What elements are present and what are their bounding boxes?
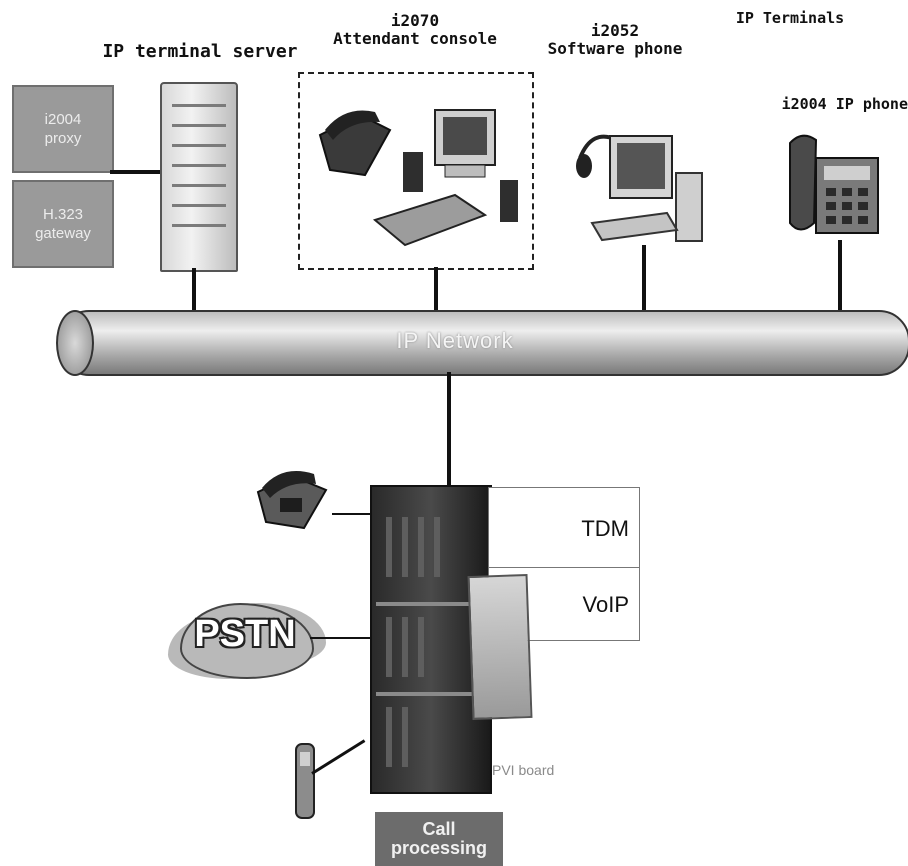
proxy-line2: proxy (14, 129, 112, 149)
console-drop-line (434, 267, 438, 312)
tdm-label: TDM (581, 516, 629, 542)
pvi-board-label: PVI board (492, 762, 554, 778)
software-phone-icon (572, 118, 712, 248)
ip-network-label: IP Network (340, 328, 570, 354)
network-drop-line (447, 372, 451, 485)
heading-i2070: i2070 Attendant console (330, 12, 500, 49)
call-processing-line2: processing (375, 839, 503, 858)
i2052-model: i2052 (540, 22, 690, 40)
pvi-board-icon (468, 574, 533, 720)
ip-phone-icon (780, 128, 885, 243)
gateway-line1: H.323 (14, 205, 112, 225)
proxy-line1: i2004 (14, 110, 112, 130)
pstn-label: PSTN (180, 613, 310, 656)
gateway-line2: gateway (14, 224, 112, 244)
heading-i2004-ip-phone: i2004 IP phone (770, 96, 908, 113)
attendant-console-icon (305, 90, 525, 260)
heading-ip-terminal-server: IP terminal server (100, 42, 300, 63)
desk-phone-icon (252, 462, 332, 534)
ipphone-drop-line (838, 240, 842, 312)
server-drop-line (192, 268, 196, 312)
heading-ip-terminals: IP Terminals (720, 10, 860, 27)
speaker-icon (500, 180, 518, 222)
ip-network-pipe-end (56, 310, 94, 376)
computer-monitor-icon (435, 110, 495, 177)
tower-server-icon (160, 82, 238, 272)
heading-i2052: i2052 Software phone (540, 22, 690, 59)
speaker-icon (403, 152, 423, 192)
pstn-link-line (310, 637, 372, 639)
softphone-drop-line (642, 245, 646, 312)
deskphone-link-line (332, 513, 372, 515)
call-processing-line1: Call (375, 820, 503, 839)
i2004-proxy-box: i2004 proxy (12, 85, 114, 173)
voip-label: VoIP (583, 592, 629, 618)
i2070-desc: Attendant console (330, 30, 500, 48)
tdm-box: TDM (488, 487, 640, 569)
cordless-handset-icon (290, 740, 320, 822)
i2052-desc: Software phone (540, 40, 690, 58)
h323-gateway-box: H.323 gateway (12, 180, 114, 268)
keyboard-icon (592, 213, 677, 240)
i2070-model: i2070 (330, 12, 500, 30)
keyboard-icon (375, 195, 485, 245)
server-link-line (110, 170, 162, 174)
desk-phone-icon (320, 110, 390, 175)
call-processing-box: Call processing (375, 812, 503, 866)
